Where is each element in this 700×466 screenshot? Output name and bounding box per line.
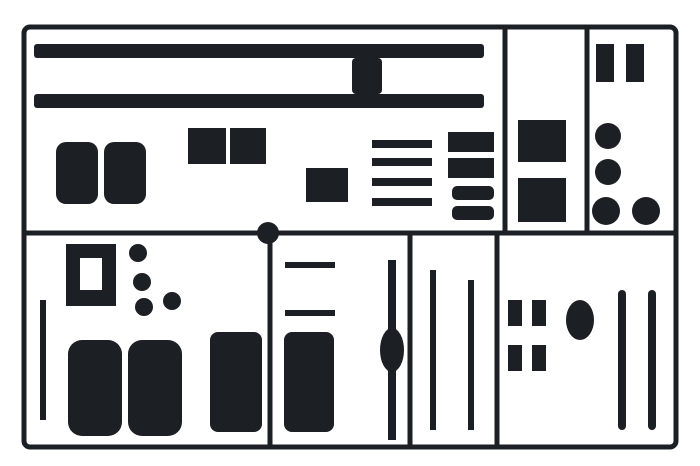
frame-hole — [80, 258, 102, 290]
rod — [285, 310, 335, 316]
bracket — [532, 300, 546, 326]
peg-row — [372, 158, 432, 166]
rod — [468, 280, 474, 430]
chassis-rail — [34, 44, 484, 58]
fender-large — [128, 340, 182, 436]
chassis-rail — [34, 94, 484, 108]
rod — [285, 262, 335, 268]
bracket — [532, 345, 546, 371]
panel — [518, 120, 566, 162]
rod — [40, 300, 46, 420]
axle-differential — [566, 300, 594, 340]
peg-row — [372, 178, 432, 186]
sprue-outer-frame — [21, 24, 679, 450]
panel — [306, 168, 348, 202]
knob — [129, 244, 147, 262]
bracket — [508, 345, 522, 371]
hub — [592, 197, 620, 225]
fender-large — [68, 340, 122, 436]
part — [596, 44, 614, 82]
sprue-gate — [257, 222, 279, 244]
hub — [595, 123, 621, 149]
tank — [452, 186, 494, 200]
bracket — [508, 300, 522, 326]
knob — [135, 298, 153, 316]
tank — [448, 158, 494, 178]
sprue-frame — [21, 24, 679, 450]
peg-row — [372, 198, 432, 206]
parts — [34, 44, 660, 440]
rod — [430, 270, 436, 430]
leaf-spring — [648, 290, 656, 430]
panel — [230, 128, 266, 164]
hub — [595, 159, 621, 185]
fender — [56, 142, 98, 204]
tank — [448, 132, 494, 152]
knob — [133, 273, 151, 291]
fender — [104, 142, 146, 204]
part — [626, 44, 644, 82]
knob — [163, 292, 181, 310]
tank — [452, 206, 494, 220]
fuel-tank — [210, 332, 262, 432]
peg-row — [372, 140, 432, 148]
fuel-tank — [284, 332, 334, 432]
panel — [518, 178, 566, 222]
panel — [188, 128, 226, 164]
crossmember — [352, 58, 382, 94]
hub — [632, 197, 660, 225]
axle — [388, 260, 396, 440]
leaf-spring — [618, 290, 626, 430]
